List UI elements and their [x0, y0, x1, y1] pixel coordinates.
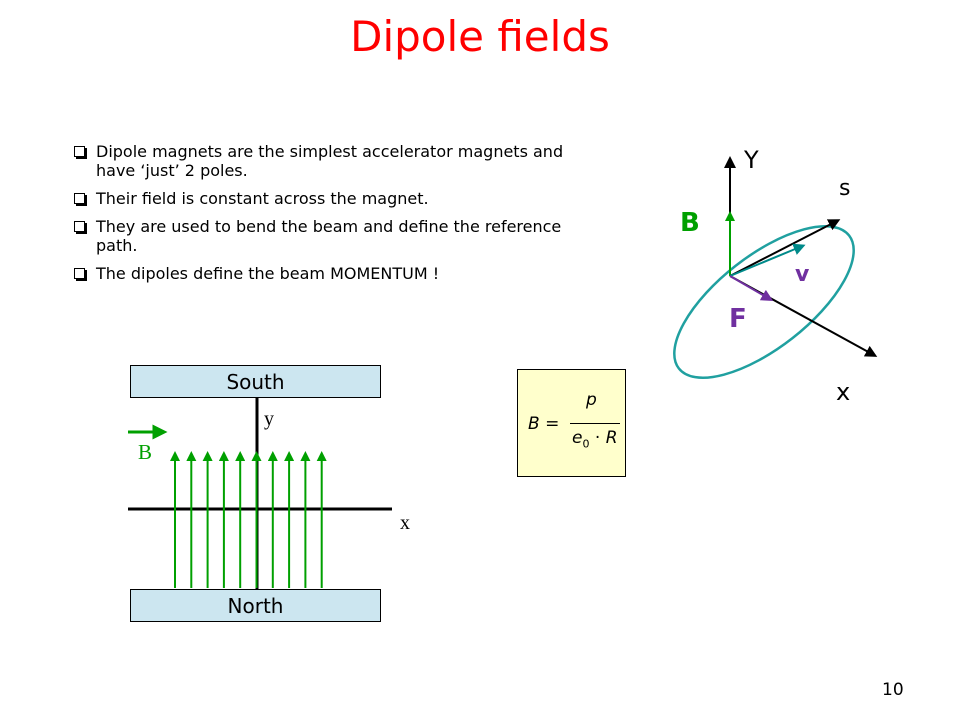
bullet-text: The dipoles define the beam MOMENTUM !	[96, 264, 440, 283]
north-pole: North	[130, 589, 381, 622]
vector-v-label: v	[795, 262, 810, 287]
checkbox-bullet-icon	[74, 193, 85, 204]
bullet-text: Dipole magnets are the simplest accelera…	[96, 142, 564, 180]
bullet-item: The dipoles define the beam MOMENTUM !	[74, 264, 594, 283]
slide-title: Dipole fields	[350, 12, 610, 61]
f-vector	[729, 275, 774, 302]
magnet-y-label: y	[264, 408, 274, 430]
vector-b-label: B	[680, 208, 700, 238]
checkbox-bullet-icon	[74, 146, 85, 157]
bullet-item: Their field is constant across the magne…	[74, 189, 594, 208]
field-b-label: B	[138, 440, 153, 464]
bullet-item: They are used to bend the beam and defin…	[74, 217, 594, 255]
magnet-x-label: x	[400, 512, 410, 534]
axis-x-label: x	[836, 378, 851, 406]
bullet-item: Dipole magnets are the simplest accelera…	[74, 142, 594, 180]
bullet-text: Their field is constant across the magne…	[96, 189, 429, 208]
axis-s-label: s	[839, 176, 851, 201]
axis-x-line	[729, 275, 878, 357]
bullet-text: They are used to bend the beam and defin…	[96, 217, 562, 255]
checkbox-bullet-icon	[74, 221, 85, 232]
south-pole: South	[130, 365, 381, 398]
vector-f-label: F	[729, 304, 747, 334]
axis-s-line	[729, 219, 841, 277]
page-number: 10	[882, 680, 904, 700]
field-lines	[170, 451, 327, 588]
axis-y-label: Y	[744, 146, 759, 174]
formula-box: B = p e0 · R	[517, 369, 626, 477]
v-vector	[729, 243, 806, 277]
checkbox-bullet-icon	[74, 268, 85, 279]
bullet-list: Dipole magnets are the simplest accelera…	[74, 142, 594, 292]
